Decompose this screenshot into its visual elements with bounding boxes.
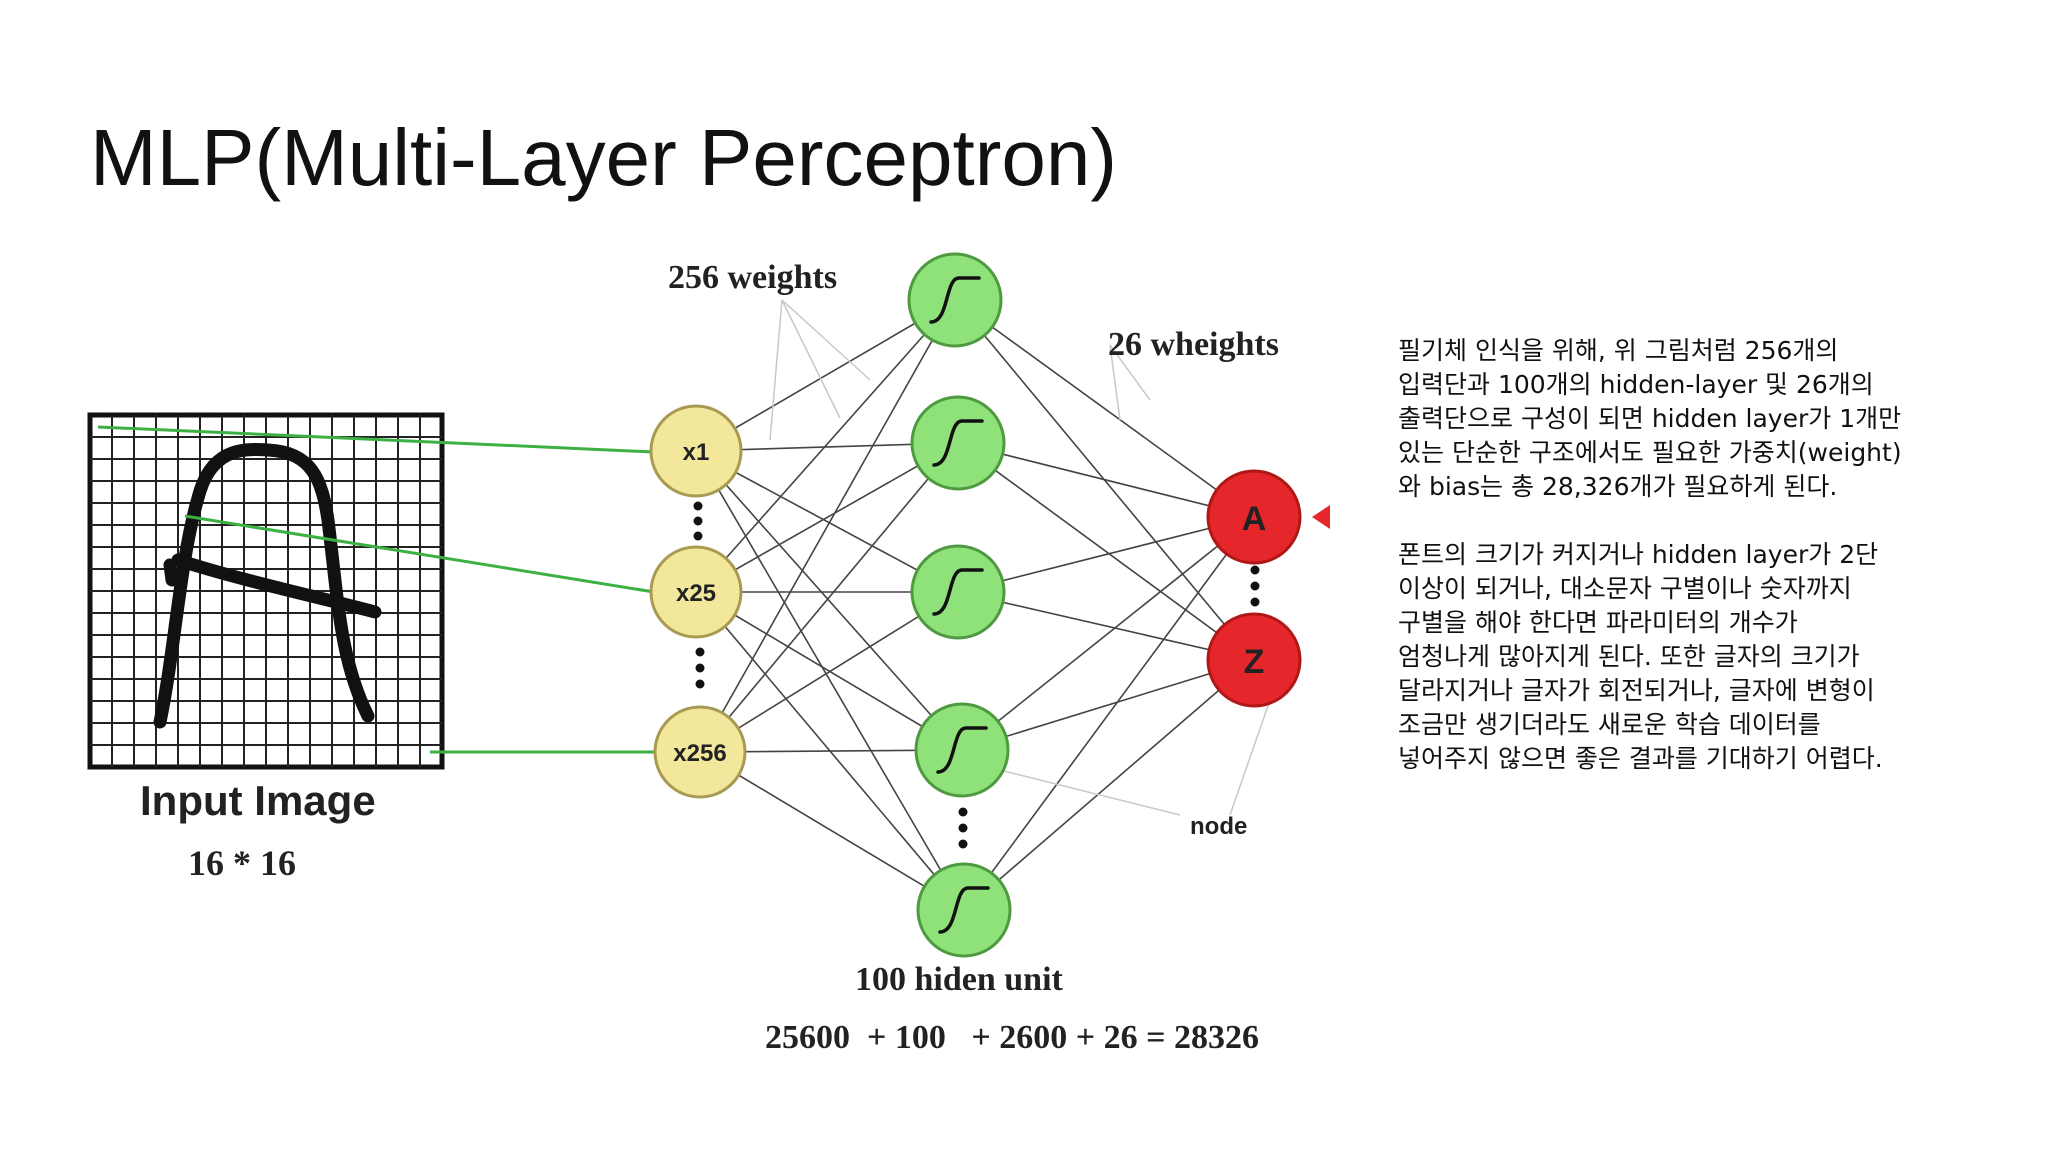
- hidden-node: [910, 395, 1006, 491]
- pixel-mapping-lines: [97, 425, 655, 754]
- text-line: 구별을 해야 한다면 파라미터의 개수가: [1398, 608, 1798, 637]
- connection-line: [957, 442, 1255, 661]
- description-paragraph-2: 폰트의 크기가 커지거나 hidden layer가 2단 이상이 되거나, 대…: [1398, 538, 2018, 776]
- connection-line: [695, 299, 956, 593]
- sigmoid-icon: [929, 276, 981, 324]
- connection-line: [695, 450, 963, 751]
- slide-title: MLP(Multi-Layer Perceptron): [90, 113, 1117, 202]
- connection-line: [695, 299, 956, 452]
- text-line: 엄청나게 많아지게 된다. 또한 글자의 크기가: [1398, 642, 1860, 671]
- input-node-x1: x1: [649, 404, 743, 498]
- text-line: 필기체 인식을 위해, 위 그림처럼 256개의: [1398, 336, 1839, 365]
- handwritten-A-glyph: [153, 443, 382, 729]
- text-line: 이상이 되거나, 대소문자 구별이나 숫자까지: [1398, 574, 1852, 603]
- output-node-A: A: [1206, 469, 1302, 565]
- connection-line: [699, 751, 965, 911]
- connection-line: [957, 442, 1255, 518]
- connection-line: [957, 591, 1255, 661]
- hidden-node: [916, 862, 1012, 958]
- output-node-Z: Z: [1206, 612, 1302, 708]
- sigmoid-icon: [932, 419, 984, 467]
- connection-line: [957, 516, 1255, 593]
- weights-label-output: 26 wheights: [1108, 326, 1279, 363]
- text-line: 와 bias는 총 28,326개가 필요하게 된다.: [1398, 472, 1838, 501]
- input-image-label: Input Image: [140, 777, 376, 824]
- text-line: 출력단으로 구성이 되면 hidden layer가 1개만: [1398, 404, 1902, 433]
- input-image-size: 16 * 16: [188, 843, 296, 883]
- ellipsis-dots: [693, 501, 1260, 849]
- text-line: 입력단과 100개의 hidden-layer 및 26개의: [1398, 370, 1874, 399]
- output-node-label: A: [1242, 500, 1267, 538]
- sigmoid-icon: [936, 726, 988, 774]
- weights-label-input: 256 weights: [668, 259, 837, 296]
- hidden-node: [910, 544, 1006, 640]
- sigmoid-icon: [932, 568, 984, 616]
- description-paragraph-1: 필기체 인식을 위해, 위 그림처럼 256개의 입력단과 100개의 hidd…: [1398, 334, 2018, 504]
- red-pointer-arrow: [1312, 505, 1330, 529]
- input-node-label: x1: [683, 439, 710, 466]
- hidden-layer: [907, 252, 1012, 958]
- description-text: 필기체 인식을 위해, 위 그림처럼 256개의 입력단과 100개의 hidd…: [1398, 334, 2018, 776]
- text-line: 폰트의 크기가 커지거나 hidden layer가 2단: [1398, 540, 1879, 569]
- hidden-unit-label: 100 hiden unit: [855, 961, 1064, 998]
- node-label: node: [1190, 813, 1247, 840]
- text-line: 달라지거나 글자가 회전되거나, 글자에 변형이: [1398, 676, 1875, 705]
- connection-line: [699, 591, 959, 753]
- connection-line: [961, 659, 1255, 751]
- connection-line: [695, 450, 959, 593]
- connection-line: [695, 442, 959, 593]
- input-node-x25: x25: [649, 545, 743, 639]
- connection-line: [963, 659, 1255, 911]
- output-node-label: Z: [1244, 643, 1265, 681]
- connection-line: [699, 299, 956, 753]
- text-line: 조금만 생기더라도 새로운 학습 데이터를: [1398, 710, 1821, 739]
- connection-line: [963, 516, 1255, 911]
- hidden-node: [907, 252, 1003, 348]
- text-line: 넣어주지 않으면 좋은 결과를 기대하기 어렵다.: [1398, 744, 1883, 773]
- hidden-output-connections: [954, 299, 1255, 911]
- connection-line: [699, 442, 959, 753]
- connection-line: [695, 450, 965, 911]
- connection-line: [695, 591, 963, 751]
- weight-pointer-lines: [769, 299, 1271, 816]
- parameter-formula: 25600 + 100 + 2600 + 26 = 28326: [765, 1019, 1259, 1056]
- input-node-label: x25: [676, 580, 716, 607]
- text-line: 있는 단순한 구조에서도 필요한 가중치(weight): [1398, 438, 1902, 467]
- hidden-node: [914, 702, 1010, 798]
- sigmoid-icon: [938, 886, 990, 934]
- connection-line: [961, 516, 1255, 751]
- input-node-label: x256: [673, 740, 726, 767]
- input-node-x256: x256: [653, 705, 747, 799]
- connection-line: [954, 299, 1255, 518]
